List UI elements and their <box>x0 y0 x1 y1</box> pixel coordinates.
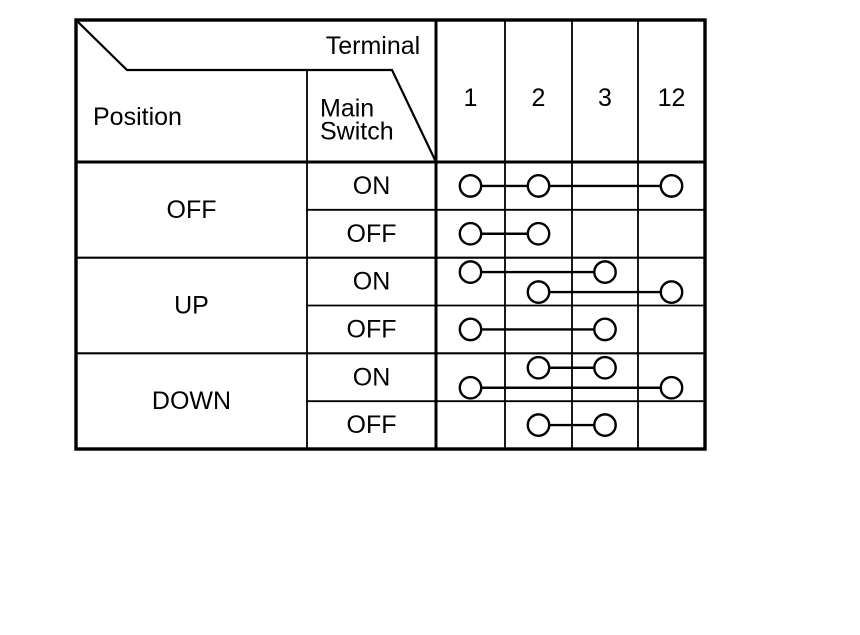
position-header-label: Position <box>93 103 182 131</box>
main-switch-header-label-line2: Switch <box>320 118 394 146</box>
terminal-contact-circle <box>458 260 483 284</box>
terminal-contact-circle <box>526 221 551 246</box>
terminal-contact-circle <box>659 375 684 400</box>
terminal-header-label: Terminal <box>326 32 420 60</box>
terminal-contact-circle <box>593 413 617 437</box>
position-label: OFF <box>167 196 217 224</box>
continuity-link <box>526 413 617 437</box>
continuity-link <box>458 317 617 342</box>
terminal-contact-circle <box>593 355 617 380</box>
terminal-contact-circle <box>593 317 617 342</box>
terminal-contact-circle <box>526 174 551 198</box>
terminal-contact-circle <box>526 280 551 304</box>
continuity-link <box>458 221 551 246</box>
terminal-contact-circle <box>458 317 483 342</box>
terminal-contact-circle <box>458 221 483 246</box>
continuity-link <box>458 174 684 198</box>
terminal-contact-circle <box>458 375 483 400</box>
main-switch-state-label: OFF <box>347 220 397 248</box>
main-switch-state-label: ON <box>353 268 391 296</box>
main-switch-state-label: OFF <box>347 315 397 343</box>
terminal-contact-circle <box>526 355 551 380</box>
terminal-contact-circle <box>458 174 483 198</box>
terminal-column-label: 3 <box>598 84 612 112</box>
terminal-column-label: 12 <box>658 84 686 112</box>
terminal-column-label: 1 <box>464 84 478 112</box>
position-label: DOWN <box>152 387 231 415</box>
main-switch-state-label: ON <box>353 363 391 391</box>
table-body: OFF ON OFF UP ON OFF DOWN ON OFF <box>152 172 684 439</box>
terminal-contact-circle <box>659 280 684 304</box>
main-switch-state-label: OFF <box>347 411 397 439</box>
header-diagonal-divider <box>74 18 438 164</box>
continuity-link <box>458 260 617 284</box>
continuity-link <box>458 375 684 400</box>
terminal-column-label: 2 <box>532 84 546 112</box>
position-label: UP <box>174 292 209 320</box>
header-labels: Terminal Position Main Switch <box>93 32 420 146</box>
terminal-contact-circle <box>526 413 551 437</box>
terminal-contact-circle <box>659 174 684 198</box>
terminal-contact-circle <box>593 260 617 284</box>
main-switch-header-label-line1: Main <box>320 95 374 123</box>
continuity-link <box>526 355 617 380</box>
table-outer-border <box>74 18 707 451</box>
table-grid <box>74 18 707 451</box>
continuity-link <box>526 280 684 304</box>
main-switch-state-label: ON <box>353 172 391 200</box>
